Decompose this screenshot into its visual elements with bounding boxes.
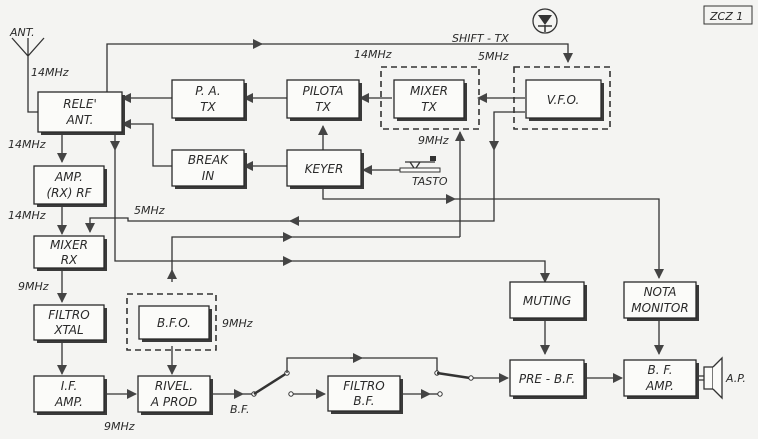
block-label: TX	[315, 100, 331, 114]
block-label: MIXER	[50, 238, 88, 252]
mixer-tx-in-freq: 5MHz	[478, 50, 509, 63]
block-vfo: V.F.O.	[525, 79, 604, 121]
speaker-icon	[703, 356, 723, 400]
block-label: P. A.	[195, 84, 220, 98]
block-label: PILOTA	[303, 84, 344, 98]
diode-icon	[532, 8, 558, 34]
block-label: (RX) RF	[47, 186, 93, 200]
mixer-rx-out-freq: 9MHz	[18, 280, 49, 293]
antenna-freq-label: 14MHz	[31, 66, 69, 79]
shift-tx-label: SHIFT - TX	[452, 32, 509, 45]
block-break-in: BREAK IN	[171, 149, 247, 189]
block-label: RELE'	[63, 97, 97, 111]
block-label: KEYER	[305, 162, 344, 176]
signal-paths	[57, 39, 704, 399]
block-label: AMP.	[645, 379, 674, 393]
block-bfo: B.F.O.	[138, 305, 212, 342]
block-label: TX	[200, 100, 216, 114]
block-nota-monitor: NOTA MONITOR	[623, 281, 699, 321]
block-label: B.F.	[353, 394, 374, 408]
figure-tag: ZCZ 1	[703, 5, 753, 25]
block-label: TX	[421, 100, 437, 114]
rf-out-freq: 14MHz	[8, 209, 46, 222]
rele-out-freq: 14MHz	[8, 138, 46, 151]
tasto-label: TASTO	[412, 175, 448, 188]
mixer-rx-lo-freq: 5MHz	[134, 204, 165, 217]
antenna-label: ANT.	[9, 26, 35, 39]
block-label: IN	[202, 169, 215, 183]
block-label: AMP.	[54, 170, 83, 184]
speaker-label: A.P.	[725, 372, 746, 385]
block-label: I.F.	[61, 379, 78, 393]
block-label: MONITOR	[631, 301, 688, 315]
block-label: MIXER	[410, 84, 448, 98]
bfo-group	[126, 293, 217, 351]
block-muting: MUTING	[509, 281, 587, 321]
block-label: AMP.	[54, 395, 83, 409]
block-label: A PROD	[150, 395, 197, 409]
block-amp-rf: AMP. (RX) RF	[33, 165, 107, 207]
block-label: FILTRO	[343, 379, 384, 393]
block-filtro-xtal: FILTRO XTAL	[33, 304, 107, 343]
block-label: RIVEL.	[155, 379, 193, 393]
morse-key-icon	[399, 156, 441, 173]
block-label: NOTA	[644, 285, 677, 299]
block-label: XTAL	[53, 323, 83, 337]
block-pre-bf: PRE - B.F.	[509, 359, 587, 399]
block-filtro-bf: FILTRO B.F.	[327, 375, 403, 414]
block-label: PRE - B.F.	[519, 372, 575, 386]
block-label: B.F.O.	[157, 316, 191, 330]
block-rele-ant: RELE' ANT.	[37, 91, 125, 135]
block-label: ANT.	[66, 113, 94, 127]
block-label: V.F.O.	[547, 93, 580, 107]
block-keyer: KEYER	[286, 149, 364, 189]
mixer-tx-out-freq: 14MHz	[354, 48, 392, 61]
block-label: RX	[61, 253, 78, 267]
block-rivel-prod: RIVEL. A PROD	[137, 375, 213, 415]
block-mixer-rx: MIXER RX	[33, 235, 107, 271]
block-pa-tx: P. A. TX	[171, 79, 247, 121]
mixer-tx-if-freq: 9MHz	[418, 134, 449, 147]
block-label: BREAK	[188, 153, 229, 167]
bfo-freq: 9MHz	[222, 317, 253, 330]
block-label: FILTRO	[48, 308, 89, 322]
block-bf-amp: B. F. AMP.	[623, 359, 699, 399]
if-freq: 9MHz	[104, 420, 135, 433]
bf-label: B.F.	[230, 403, 249, 416]
vfo-group	[513, 66, 611, 130]
block-label: MUTING	[523, 294, 571, 308]
block-label: B. F.	[647, 363, 672, 377]
block-if-amp: I.F. AMP.	[33, 375, 107, 415]
block-mixer-tx: MIXER TX	[393, 79, 467, 121]
figure-tag-text: ZCZ 1	[709, 10, 743, 23]
antenna-icon	[11, 37, 45, 113]
block-pilota-tx: PILOTA TX	[286, 79, 362, 121]
